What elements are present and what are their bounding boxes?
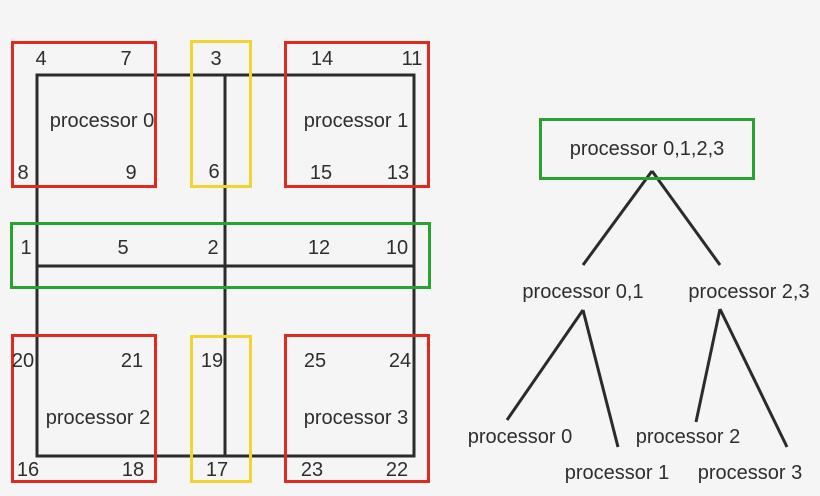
grid-node-15: 15 <box>309 162 333 184</box>
tree-node-processor01-label: processor 0,1 <box>522 281 644 303</box>
processor0-region-label: processor 0 <box>49 110 155 132</box>
tree-leaf-processor1-label: processor 1 <box>564 462 670 484</box>
grid-node-8: 8 <box>17 162 29 184</box>
processor2-region-box <box>11 334 157 483</box>
grid-node-10: 10 <box>385 237 409 259</box>
grid-node-7: 7 <box>120 48 132 70</box>
tree-branch-root-right <box>650 170 722 266</box>
grid-node-16: 16 <box>16 459 40 481</box>
grid-node-14: 14 <box>310 48 334 70</box>
tree-root-box: processor 0,1,2,3 <box>539 118 755 180</box>
tree-root-label: processor 0,1,2,3 <box>569 137 725 160</box>
grid-node-23: 23 <box>300 459 324 481</box>
processor1-region-box <box>284 41 430 188</box>
shared-row-box <box>10 222 431 289</box>
processor1-region-label: processor 1 <box>303 110 409 132</box>
tree-leaf-processor3-label: processor 3 <box>697 462 803 484</box>
tree-branch-p01-left <box>505 309 585 421</box>
grid-node-17: 17 <box>205 459 229 481</box>
shared-column-box-top <box>190 40 252 188</box>
grid-node-5: 5 <box>117 237 129 259</box>
grid-node-19: 19 <box>200 350 224 372</box>
shared-column-box-bottom <box>190 335 252 483</box>
grid-node-21: 21 <box>120 350 144 372</box>
processor2-region-label: processor 2 <box>45 407 151 429</box>
grid-node-20: 20 <box>11 350 35 372</box>
grid-node-1: 1 <box>20 237 32 259</box>
processor0-region-box <box>11 41 157 188</box>
grid-node-12: 12 <box>307 237 331 259</box>
tree-node-processor23-label: processor 2,3 <box>688 281 810 303</box>
grid-node-9: 9 <box>125 162 137 184</box>
grid-node-3: 3 <box>210 48 222 70</box>
grid-node-11: 11 <box>401 48 423 70</box>
grid-node-2: 2 <box>207 237 219 259</box>
tree-branch-root-left <box>581 170 654 266</box>
processor3-region-label: processor 3 <box>303 407 409 429</box>
grid-node-18: 18 <box>121 459 145 481</box>
tree-branch-p23-right <box>718 308 789 448</box>
grid-node-4: 4 <box>35 48 47 70</box>
tree-leaf-processor2-label: processor 2 <box>635 426 741 448</box>
processor3-region-box <box>284 334 430 483</box>
grid-node-13: 13 <box>386 162 410 184</box>
tree-leaf-processor0-label: processor 0 <box>467 426 573 448</box>
grid-node-25: 25 <box>303 350 327 372</box>
tree-branch-p01-right <box>581 309 620 448</box>
grid-node-24: 24 <box>388 350 412 372</box>
tree-branch-p23-left <box>694 308 722 423</box>
grid-node-6: 6 <box>208 161 220 183</box>
grid-node-22: 22 <box>385 459 409 481</box>
